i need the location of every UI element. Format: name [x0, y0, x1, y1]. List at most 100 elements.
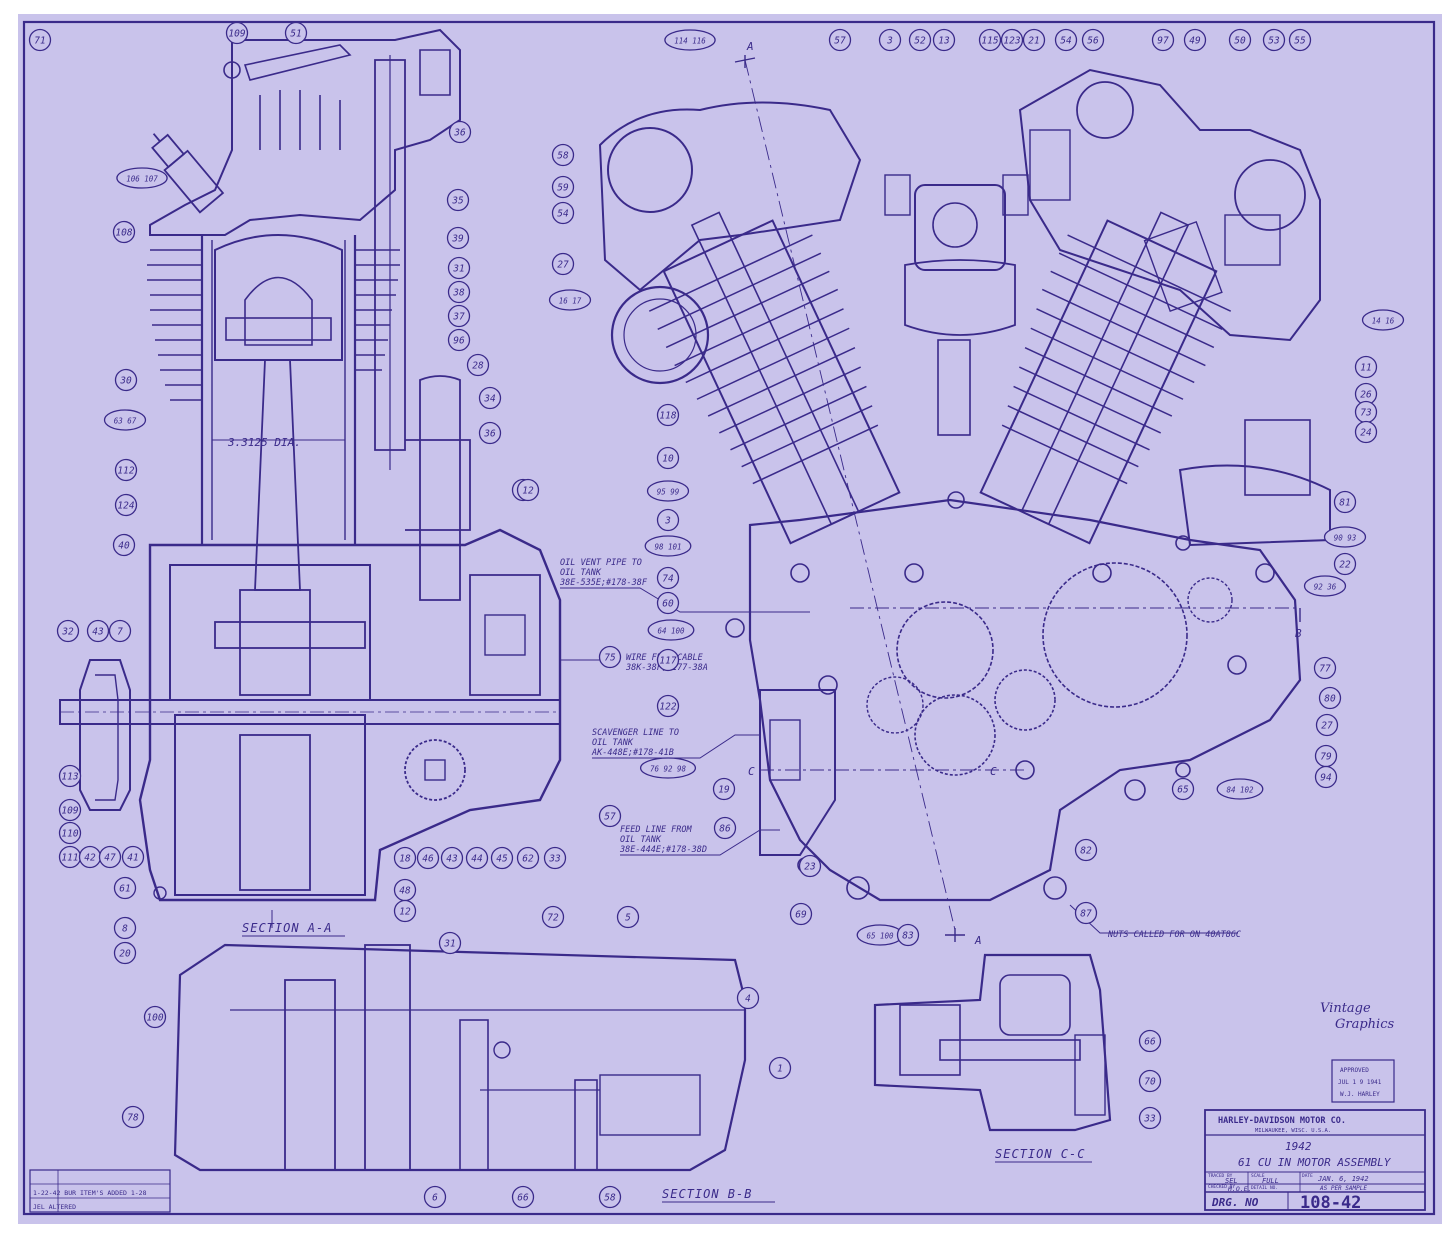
callout-balloon: 63 67: [103, 409, 147, 431]
callout-circle: [1314, 765, 1338, 789]
callout-circle: [1183, 28, 1207, 52]
callout-label: 53: [1268, 36, 1280, 47]
callout-label: 79: [1320, 752, 1332, 763]
checked-by: H.O.E.: [1227, 1185, 1251, 1193]
callout-label: 60: [662, 599, 674, 610]
callout-circle: [646, 480, 690, 502]
callout-balloon: 36: [448, 120, 472, 144]
callout-label: 31: [452, 264, 464, 275]
callout-label: 37: [452, 312, 465, 323]
callout-balloon: 50: [1228, 28, 1252, 52]
callout-balloon: 113: [58, 764, 82, 788]
callout-balloon: 23: [798, 854, 822, 878]
section-bb: SECTION B-B: [173, 943, 775, 1203]
callout-label: 73: [1360, 408, 1372, 419]
callout-label: 12: [399, 907, 411, 918]
callout-label: 27: [557, 260, 569, 271]
note-scavenger-3: AK-448E;#178-41B: [591, 748, 674, 758]
callout-circle: [1354, 420, 1378, 444]
callout-balloon: 92 36: [1303, 575, 1347, 597]
callout-circle: [143, 1005, 167, 1029]
note-feed-1: FEED LINE FROM: [620, 825, 693, 835]
callout-label: 100: [146, 1013, 163, 1024]
callout-circle: [1288, 28, 1312, 52]
note-feed-3: 38E-444E;#178-38D: [619, 845, 707, 855]
callout-balloon: 35: [446, 188, 470, 212]
callout-balloon: 65 100: [856, 924, 904, 946]
callout-label: 61: [119, 884, 130, 895]
callout-circle: [516, 846, 540, 870]
callout-balloon: 54: [1054, 28, 1078, 52]
callout-circle: [1315, 713, 1339, 737]
callout-label: 109: [228, 29, 245, 40]
callout-balloon: 1: [768, 1056, 792, 1080]
callout-label: 95 99: [657, 488, 680, 497]
callout-balloon: 10: [656, 446, 680, 470]
callout-balloon: 33: [543, 846, 567, 870]
per-sample: AS PER SAMPLE: [1319, 1185, 1367, 1192]
callout-balloon: 97: [1151, 28, 1175, 52]
note-oil-vent-3: 38E-535E;#178-38F: [559, 578, 648, 588]
callout-label: 34: [483, 394, 496, 405]
section-marker-c-right: C: [990, 765, 997, 778]
callout-label: 49: [1189, 36, 1201, 47]
callout-circle: [1138, 1069, 1162, 1093]
callout-circle: [828, 28, 852, 52]
callout-balloon: 66: [1138, 1029, 1162, 1053]
callout-balloon: 112: [114, 458, 138, 482]
callout-balloon: 6: [423, 1185, 447, 1209]
callout-label: 71: [34, 36, 45, 47]
callout-label: 94: [1320, 773, 1332, 784]
callout-label: 13: [938, 36, 950, 47]
callout-circle: [1000, 28, 1024, 52]
note-oil-vent-2: OIL TANK: [560, 568, 602, 578]
callout-label: 106 107: [126, 175, 158, 184]
callout-label: 22: [1339, 560, 1351, 571]
callout-label: 1: [777, 1064, 783, 1075]
callout-label: 124: [117, 501, 134, 512]
callout-label: 33: [1143, 1114, 1156, 1125]
callout-circle: [447, 328, 471, 352]
callout-balloon: 24: [1354, 420, 1378, 444]
callout-circle: [1303, 575, 1347, 597]
callout-label: 56: [1087, 36, 1099, 47]
callout-circle: [598, 804, 622, 828]
title-block: HARLEY-DAVIDSON MOTOR CO. MILWAUKEE, WIS…: [1204, 1109, 1426, 1213]
callout-label: 12: [522, 486, 534, 497]
callout-balloon: 11: [1354, 355, 1378, 379]
callout-label: 62: [522, 854, 534, 865]
callout-balloon: 36: [478, 421, 502, 445]
callout-circle: [465, 846, 489, 870]
callout-balloon: 41: [121, 845, 145, 869]
revision-block: 1-22-42 BUR ITEM'S ADDED 1-28 JEL ALTERE…: [29, 1169, 171, 1213]
drg-no-label: DRG. NO: [1211, 1196, 1259, 1209]
callout-circle: [447, 280, 471, 304]
callout-circle: [113, 916, 137, 940]
callout-label: 78: [127, 1113, 139, 1124]
callout-circle: [647, 619, 695, 641]
callout-label: 110: [61, 829, 78, 840]
callout-balloon: 75: [598, 645, 622, 669]
callout-circle: [656, 508, 680, 532]
callout-label: 70: [1144, 1077, 1156, 1088]
callout-label: 50: [1234, 36, 1246, 47]
callout-balloon: 37: [447, 304, 471, 328]
callout-circle: [1354, 355, 1378, 379]
callout-label: 33: [548, 854, 561, 865]
callout-circle: [1138, 1029, 1162, 1053]
callout-balloon: 76 92 98: [639, 757, 697, 779]
callout-balloon: 118: [656, 403, 680, 427]
callout-circle: [440, 846, 464, 870]
callout-circle: [112, 533, 136, 557]
callout-circle: [1333, 490, 1357, 514]
callout-label: 26: [1360, 390, 1372, 401]
callout-label: 36: [483, 429, 496, 440]
callout-circle: [656, 694, 680, 718]
callout-label: 32: [61, 627, 74, 638]
section-cc: SECTION C-C: [873, 953, 1112, 1163]
callout-balloon: 73: [1354, 400, 1378, 424]
callout-label: 3: [886, 36, 893, 47]
callout-balloon: 46: [416, 846, 440, 870]
callout-circle: [393, 846, 417, 870]
